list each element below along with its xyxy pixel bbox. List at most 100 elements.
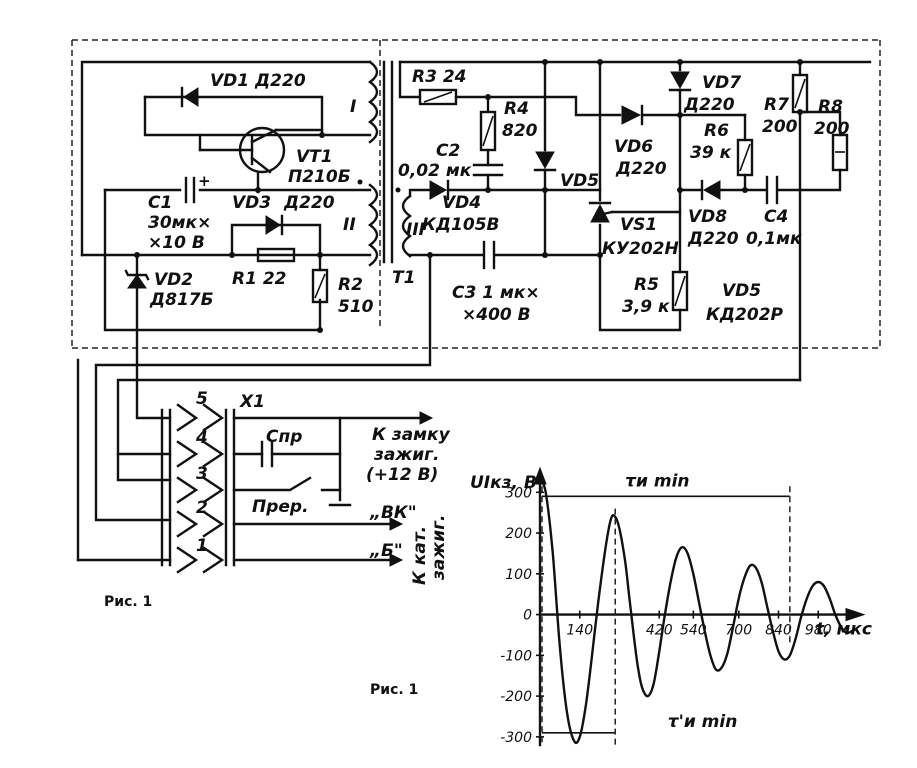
tau-min-label: τи min [625, 471, 689, 491]
vd3-type-label: Д220 [283, 193, 335, 213]
vd8-type-label: Д220 [687, 229, 739, 249]
vd5-note: VD5 КД202Р [706, 281, 784, 325]
c4-label: C4 [764, 207, 788, 227]
pulse-width-markers: τи min τ'и min [541, 471, 791, 745]
diode-vd1: VD1 Д220 [180, 71, 306, 108]
svg-text:4: 4 [195, 428, 208, 448]
x1-label: X1 [239, 392, 265, 412]
vd1-label: VD1 Д220 [210, 71, 306, 91]
x1-pin-2: 2 [176, 498, 225, 538]
vd4-label: VD4 [442, 193, 481, 213]
transformer-core [382, 60, 394, 264]
y-axis-arrow [533, 466, 547, 485]
transformer-winding-3: III T1 [392, 187, 425, 288]
resistor-r8: R8 200 [814, 97, 850, 172]
vd5-note-type: КД202Р [706, 305, 784, 325]
svg-text:3: 3 [196, 464, 208, 484]
resistor-r3: R3 24 [412, 67, 467, 106]
y-tick-label: 0 [523, 608, 532, 624]
x1-pin-1: 1 [176, 536, 225, 574]
r1-label: R1 22 [232, 269, 287, 289]
b-label: „Б" [369, 541, 403, 561]
r6-value: 39 к [690, 143, 732, 163]
c4-value: 0,1мк [746, 229, 802, 249]
vt1-label: VT1 [296, 147, 333, 167]
r8-label: R8 [818, 97, 843, 117]
y-tick-label: 200 [505, 526, 532, 542]
t1-label: T1 [392, 268, 415, 288]
to-lock-label-3: (+12 В) [366, 465, 438, 485]
connector-x1: X1 5 4 3 2 1 [76, 358, 451, 585]
x-axis-arrow [845, 607, 866, 622]
x1-pin-5: 5 [176, 389, 225, 432]
board-outline [71, 39, 881, 349]
x-tick-label: 980 [805, 623, 832, 639]
vd5-label: VD5 [560, 171, 599, 191]
x-tick-label: 700 [725, 623, 752, 639]
r4-label: R4 [504, 99, 529, 119]
svg-text:5: 5 [196, 389, 208, 409]
c2-value: 0,02 мк [398, 161, 472, 181]
diode-vd6: VD6 Д220 [614, 104, 667, 179]
x-tick-label: 420 [646, 623, 673, 639]
thyristor-vs1: VS1 КУ202Н [588, 59, 679, 259]
r7-label: R7 [764, 95, 789, 115]
resistor-r1: R1 22 [232, 247, 296, 289]
winding-3-label: III [406, 220, 425, 240]
vd4-type-label: КД105В [422, 215, 499, 235]
figure-caption-left: Рис. 1 [104, 594, 152, 610]
to-lock-label-2: зажиг. [373, 445, 440, 465]
vd3-label: VD3 [232, 193, 271, 213]
resistor-r2: R2 510 [311, 268, 374, 333]
c1-plus: + [198, 172, 211, 190]
tau-prime-min-label: τ'и min [668, 712, 738, 732]
c1-value1: 30мк× [148, 213, 211, 233]
vd2-label: VD2 [154, 270, 193, 290]
resistor-r4: R4 820 [479, 94, 538, 152]
r5-value: 3,9 к [622, 297, 670, 317]
winding-2-label: II [343, 215, 356, 235]
c1-label: C1 [148, 193, 172, 213]
transformer-winding-2: II [343, 179, 379, 267]
capacitor-c2: C2 0,02 мк [398, 141, 504, 193]
y-tick-label: 300 [505, 485, 532, 501]
voltage-curve [538, 478, 854, 745]
cpr-label: Cпр [266, 427, 302, 447]
diode-vd8: VD8 Д220 [687, 179, 739, 249]
diode-vd4: VD4 КД105В [422, 179, 499, 235]
vs1-label: VS1 [620, 215, 657, 235]
transformer-winding-1: I [350, 60, 379, 144]
r3-label: R3 24 [412, 67, 467, 87]
vd2-type-label: Д817Б [149, 290, 214, 310]
svg-text:1: 1 [196, 536, 208, 556]
to-coil-label-2: зажиг. [429, 514, 449, 581]
r7-value: 200 [762, 117, 798, 137]
x-tick-label: 140 [566, 623, 593, 639]
vd8-label: VD8 [688, 207, 727, 227]
y-tick-label: -200 [500, 689, 532, 705]
left-section-wiring [80, 60, 372, 382]
vs1-type-label: КУ202Н [602, 239, 679, 259]
resistor-r6: R6 39 к [690, 121, 754, 193]
zener-vd2: VD2 Д817Б [124, 252, 214, 310]
c1-value2: ×10 В [148, 233, 205, 253]
diode-vd3: VD3 Д220 [232, 193, 335, 236]
r2-label: R2 [338, 275, 363, 295]
c3-label: C3 1 мк× [452, 283, 540, 303]
c2-label: C2 [436, 141, 460, 161]
x-tick-label: 540 [680, 623, 707, 639]
transistor-vt1: VT1 П210Б [198, 126, 351, 187]
capacitor-c1: + C1 30мк× ×10 В [148, 172, 211, 253]
diode-vd7: VD7 Д220 [668, 59, 741, 193]
vd6-label: VD6 [614, 137, 653, 157]
capacitor-c3: C3 1 мк× ×400 В [427, 240, 540, 325]
left-junctions [229, 132, 325, 258]
y-tick-label: -100 [500, 648, 532, 664]
svg-text:2: 2 [196, 498, 208, 518]
r4-value: 820 [502, 121, 538, 141]
r2-value: 510 [338, 297, 374, 317]
